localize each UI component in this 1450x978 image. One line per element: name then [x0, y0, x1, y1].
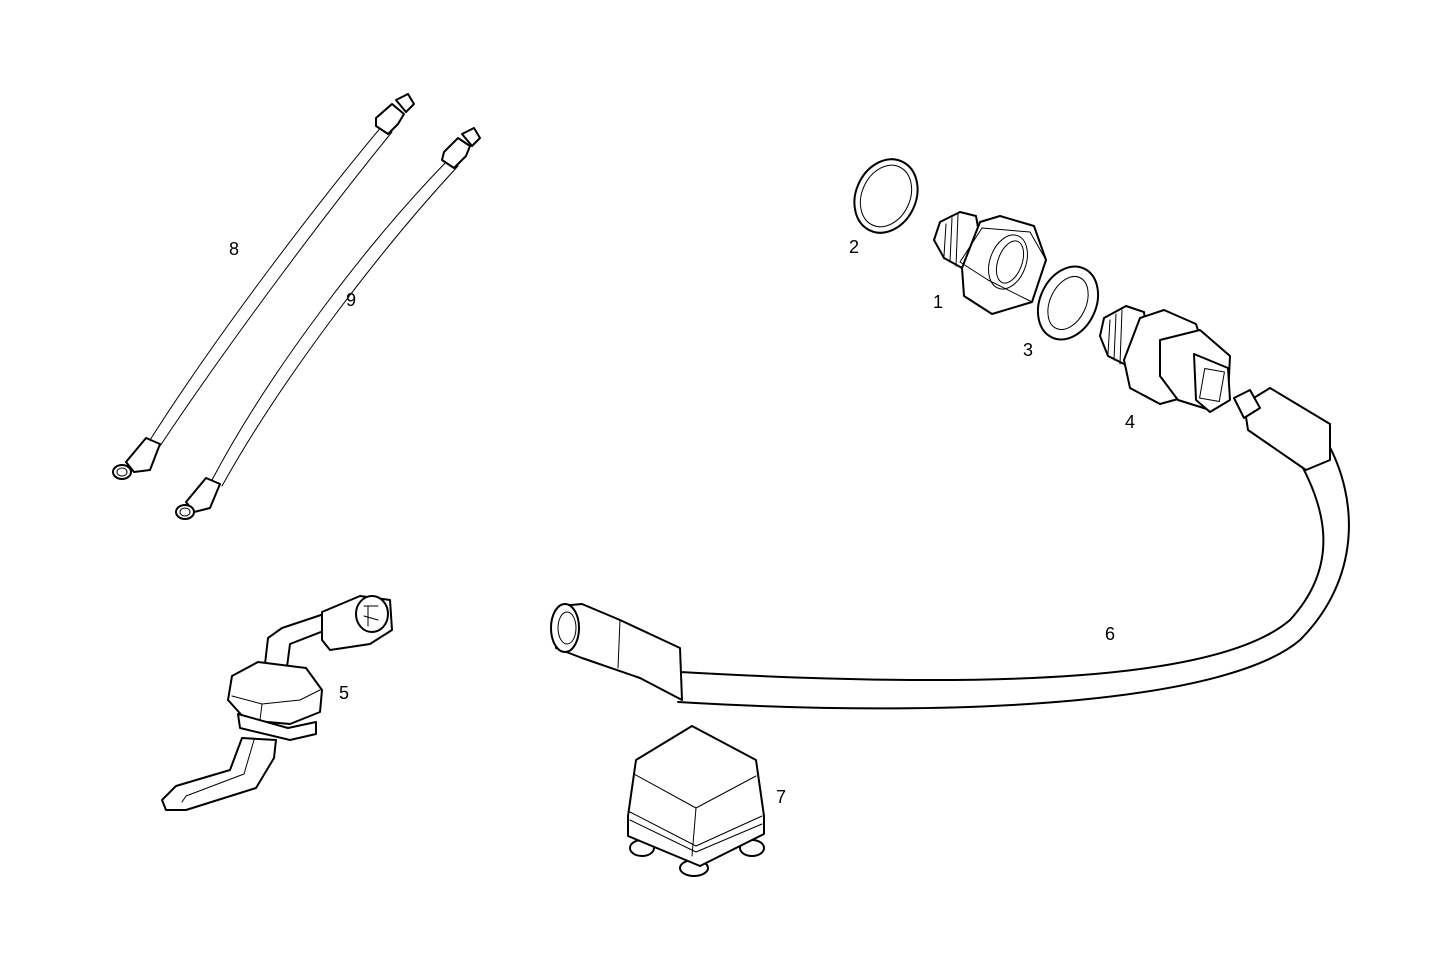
callout-part-3: 3 — [1023, 340, 1034, 360]
part-1-hex-adapter — [933, 211, 1047, 315]
callout-part-6: 6 — [1105, 624, 1116, 644]
callout-part-8: 8 — [229, 239, 240, 259]
callout-part-7: 7 — [776, 787, 787, 807]
part-3-sealing-washer — [1036, 265, 1100, 341]
callout-part-5: 5 — [339, 683, 350, 703]
part-9-cable — [175, 127, 481, 520]
callout-part-1: 1 — [933, 292, 944, 312]
part-7-cap — [627, 725, 765, 877]
callout-part-4: 4 — [1125, 412, 1136, 432]
callout-part-2: 2 — [849, 237, 860, 257]
callout-part-9: 9 — [346, 290, 357, 310]
part-6-cable-harness — [550, 387, 1350, 710]
part-2-sealing-ring — [853, 158, 919, 234]
part-5-sensor-probe — [161, 595, 393, 811]
part-4-sensor — [1099, 305, 1231, 413]
part-8-cable — [112, 93, 415, 480]
